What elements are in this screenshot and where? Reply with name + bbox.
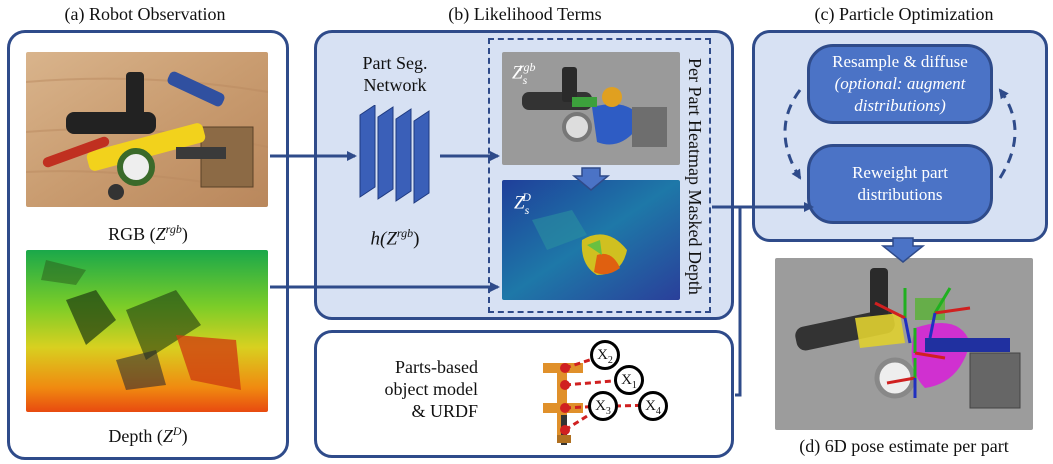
resample-diffuse-box: Resample & diffuse (optional: augment di… [807,44,993,124]
heading-robot-observation: (a) Robot Observation [64,4,226,24]
depth-image [26,250,268,412]
masked-depth-image [502,180,680,300]
pose-estimate-image [775,258,1033,430]
masked-depth-symbol: ZsD [514,190,531,218]
reweight-box: Reweight part distributions [807,144,993,224]
reweight-line2: distributions [857,185,943,204]
rgb-caption: RGB (Zrgb) [108,222,188,244]
resample-line2: (optional: augment [834,74,966,93]
network-icon [359,105,430,204]
network-label-line2: Network [363,75,427,95]
reweight-line1: Reweight part [852,163,948,182]
object-model-line3: & URDF [411,401,478,421]
heading-pose-estimate: (d) 6D pose estimate per part [799,436,1009,456]
heading-particle-optimization: (c) Particle Optimization [814,4,994,24]
network-label: Part Seg. Network [340,52,450,96]
heatmap-symbol: Zsrgb [512,60,536,88]
network-label-line1: Part Seg. [362,53,428,73]
robot-observation-panel [7,30,289,460]
per-part-heatmap-label: Per Part Heatmap Masked Depth [685,57,705,295]
rgb-image [26,52,268,207]
network-function-label: h(Zrgb) [370,226,420,250]
depth-caption: Depth (ZD) [108,424,188,446]
heatmap-dashed-box [488,38,711,313]
part-heatmap-image [502,52,680,165]
object-model-line1: Parts-based [395,357,478,377]
resample-line1: Resample & diffuse [832,52,968,71]
object-model-line2: object model [384,379,478,399]
heading-likelihood-terms: (b) Likelihood Terms [448,4,602,24]
resample-line3: distributions) [854,96,946,115]
object-model-label: Parts-based object model & URDF [368,356,478,422]
